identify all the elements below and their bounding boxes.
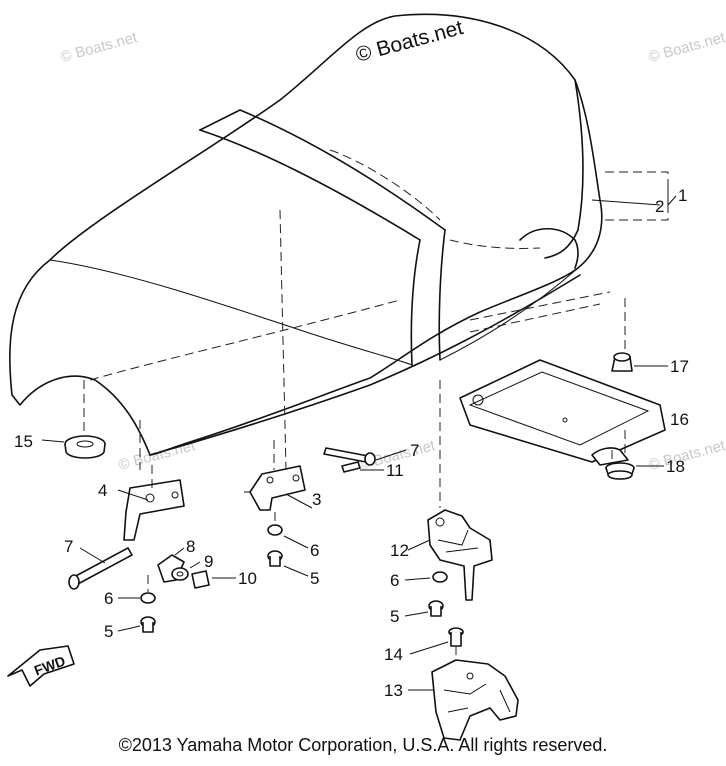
part-number-6-left: 6 [104, 589, 113, 608]
watermark-main: © Boats.net [353, 16, 465, 67]
part-number-17: 17 [670, 357, 689, 376]
copyright-notice: ©2013 Yamaha Motor Corporation, U.S.A. A… [118, 735, 608, 755]
part-4-bracket [123, 479, 185, 541]
part-18-grommet [605, 462, 635, 480]
part-number-5-left: 5 [104, 622, 113, 641]
part-number-3: 3 [312, 490, 321, 509]
part-11-clip [341, 461, 361, 473]
part-15-bumper [64, 435, 106, 459]
part-number-6-right: 6 [390, 571, 399, 590]
seat-assembly [8, 13, 611, 471]
watermark-top-right: © Boats.net [647, 29, 726, 66]
part-number-2: 2 [655, 197, 664, 216]
part-5-bolt-center [267, 550, 283, 567]
part-number-1: 1 [678, 186, 687, 205]
watermark-mid-right: © Boats.net [647, 437, 726, 474]
part-number-12: 12 [390, 541, 409, 560]
part-6-washer-center [267, 524, 283, 536]
part-17-nut [611, 352, 633, 372]
part-number-10: 10 [238, 569, 257, 588]
watermark-top-left: © Boats.net [59, 29, 140, 66]
part-number-9: 9 [204, 552, 213, 571]
fwd-arrow-icon: FWD [7, 645, 75, 687]
part-number-11: 11 [386, 461, 404, 480]
part-6-washer-left [140, 592, 156, 604]
watermark-mid-left: © Boats.net [117, 437, 198, 474]
part-7-pin-left [68, 547, 133, 590]
part-number-15: 15 [14, 432, 33, 451]
part-number-13: 13 [384, 681, 403, 700]
part-13-latch [431, 659, 519, 741]
part-number-8: 8 [186, 537, 195, 556]
part-9-washer [171, 567, 189, 581]
part-3-hinge [244, 465, 306, 511]
part-14-screw [448, 627, 464, 647]
part-number-5-center: 5 [310, 569, 319, 588]
part-number-18: 18 [666, 457, 685, 476]
part-number-5-right: 5 [390, 607, 399, 626]
part-5-bolt-left [140, 616, 156, 633]
part-12-lock [427, 509, 493, 601]
part-number-6-center: 6 [310, 541, 319, 560]
part-number-7-left: 7 [64, 537, 73, 556]
part-number-16: 16 [670, 410, 689, 429]
part-number-4: 4 [98, 481, 107, 500]
part-10-nut [191, 570, 210, 589]
part-5-bolt-right [428, 600, 444, 617]
part-16-plate [459, 359, 666, 466]
part-7-pin-center [323, 447, 376, 466]
part-number-14: 14 [384, 645, 403, 664]
part-6-washer-right [432, 571, 448, 583]
part-number-7-center: 7 [410, 441, 419, 460]
